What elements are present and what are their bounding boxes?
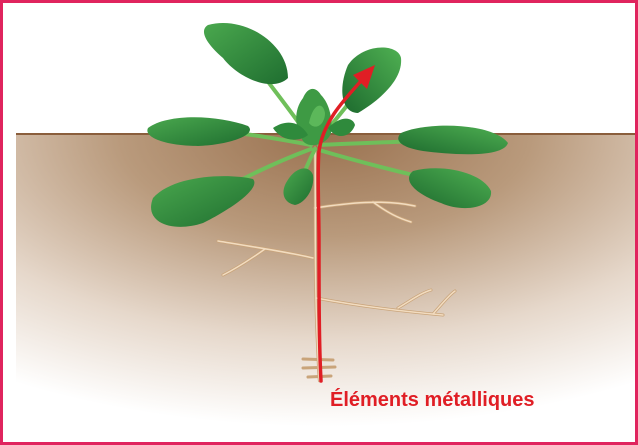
plant-soil-scene	[3, 3, 635, 442]
soil	[16, 134, 635, 442]
metal-elements-label: Éléments métalliques	[330, 389, 535, 412]
